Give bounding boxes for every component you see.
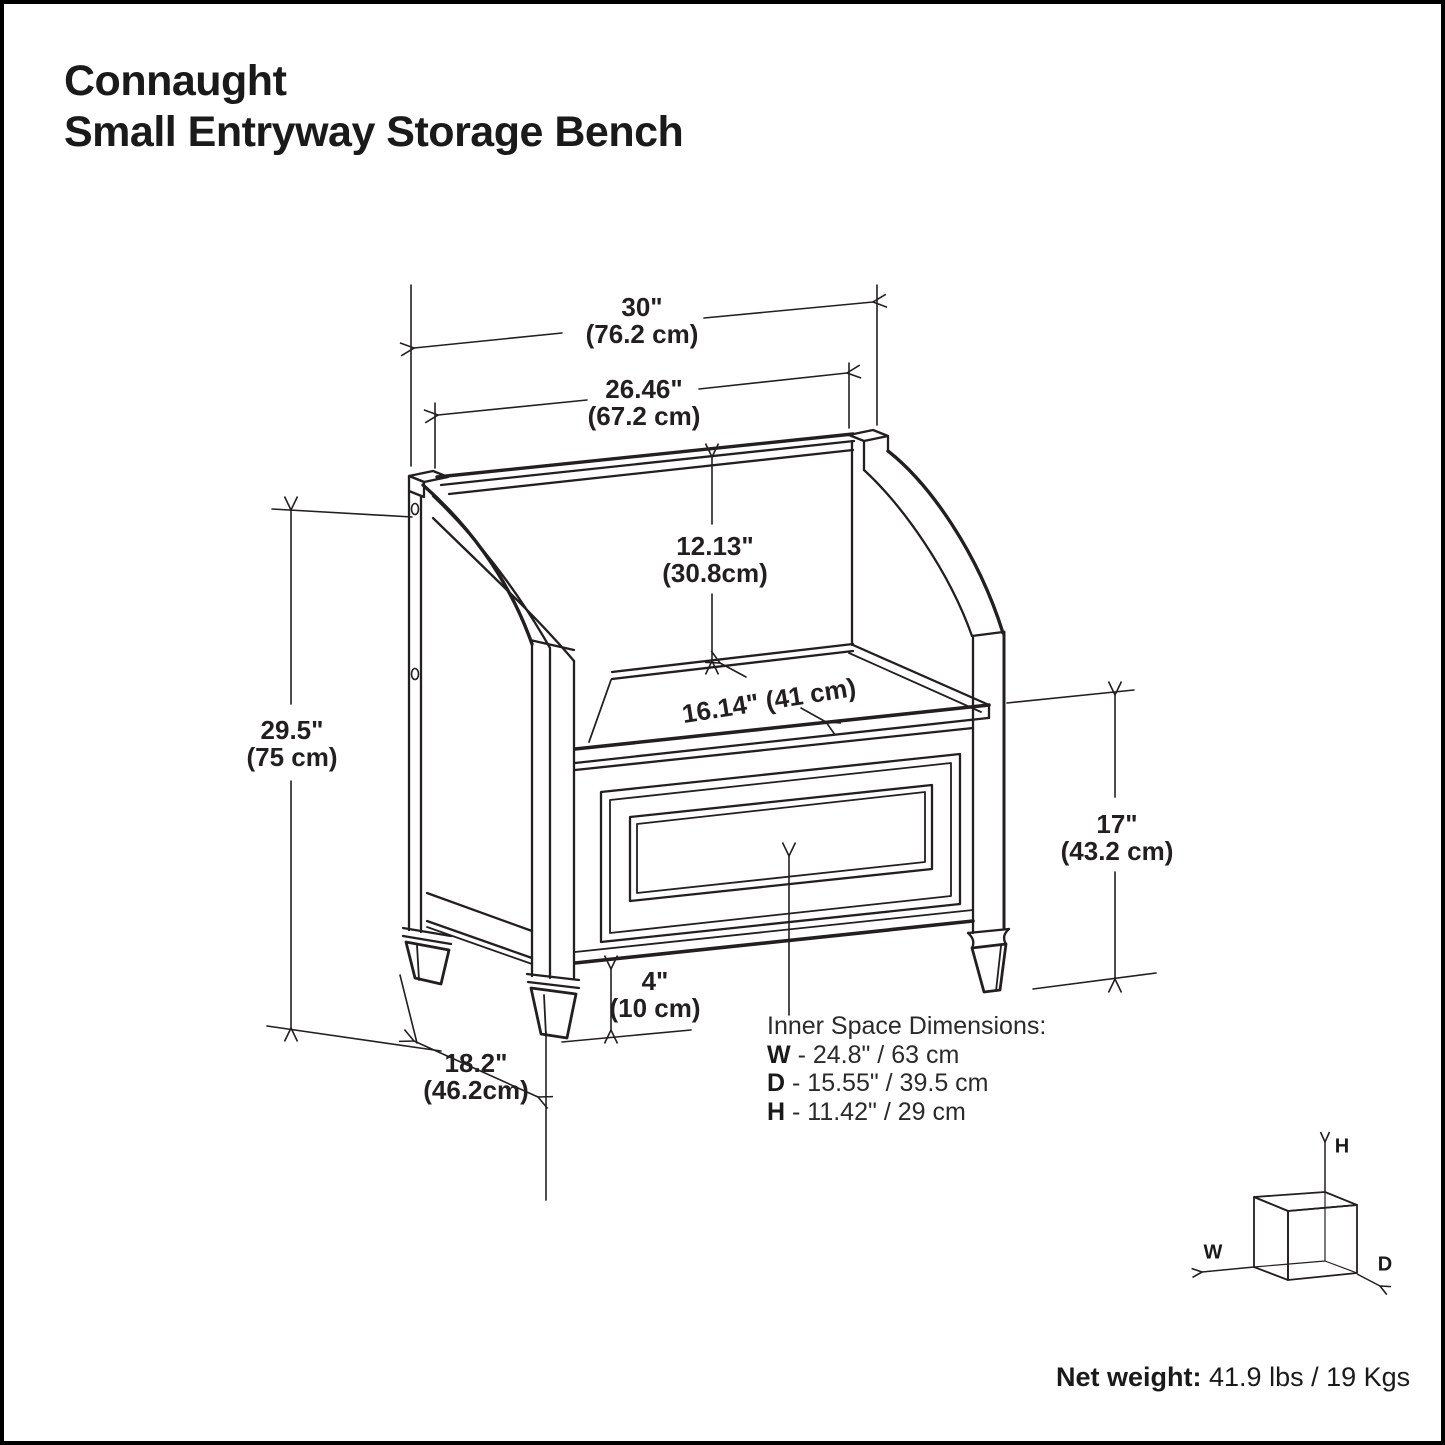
bench-diagram (266, 284, 1445, 1445)
axis-h-label: H (1334, 1135, 1350, 1158)
product-name: Connaught (64, 57, 287, 105)
inner-space-row-height: H - 11.42" / 29 cm (767, 1097, 966, 1126)
bench-drawing (401, 428, 1011, 1040)
dim-overall-depth-label: 18.2" (46.2cm) (423, 1048, 529, 1105)
product-subtitle: Small Entryway Storage Bench (64, 108, 684, 156)
inner-space-dimensions: Inner Space Dimensions: W - 24.8" / 63 c… (767, 1012, 1046, 1126)
inner-space-row-depth: D - 15.55" / 39.5 cm (767, 1069, 989, 1097)
net-weight-label: Net weight: (1056, 1362, 1202, 1392)
net-weight-value: 41.9 lbs / 19 Kgs (1209, 1362, 1411, 1392)
dim-overall-width-label: 30" (76.2 cm) (585, 292, 699, 349)
axis-cube-icon (1202, 1142, 1380, 1286)
dim-leg-height-label: 4" (10 cm) (609, 966, 701, 1023)
dimension-lines (266, 284, 1157, 1201)
dim-seat-height-label: 17" (43.2 cm) (1060, 809, 1174, 866)
dim-back-height-label: 12.13" (30.8cm) (662, 531, 768, 588)
net-weight: Net weight: 41.9 lbs / 19 Kgs (1056, 1362, 1410, 1393)
inner-space-title: Inner Space Dimensions: (767, 1012, 1047, 1040)
axis-w-label: W (1203, 1241, 1223, 1264)
axis-d-label: D (1377, 1253, 1393, 1276)
dim-overall-height-label: 29.5" (75 cm) (246, 715, 338, 772)
dim-back-width-label: 26.46" (67.2 cm) (587, 374, 701, 431)
inner-space-row-width: W - 24.8" / 63 cm (767, 1040, 960, 1069)
page-title: Connaught Small Entryway Storage Bench (64, 56, 684, 158)
